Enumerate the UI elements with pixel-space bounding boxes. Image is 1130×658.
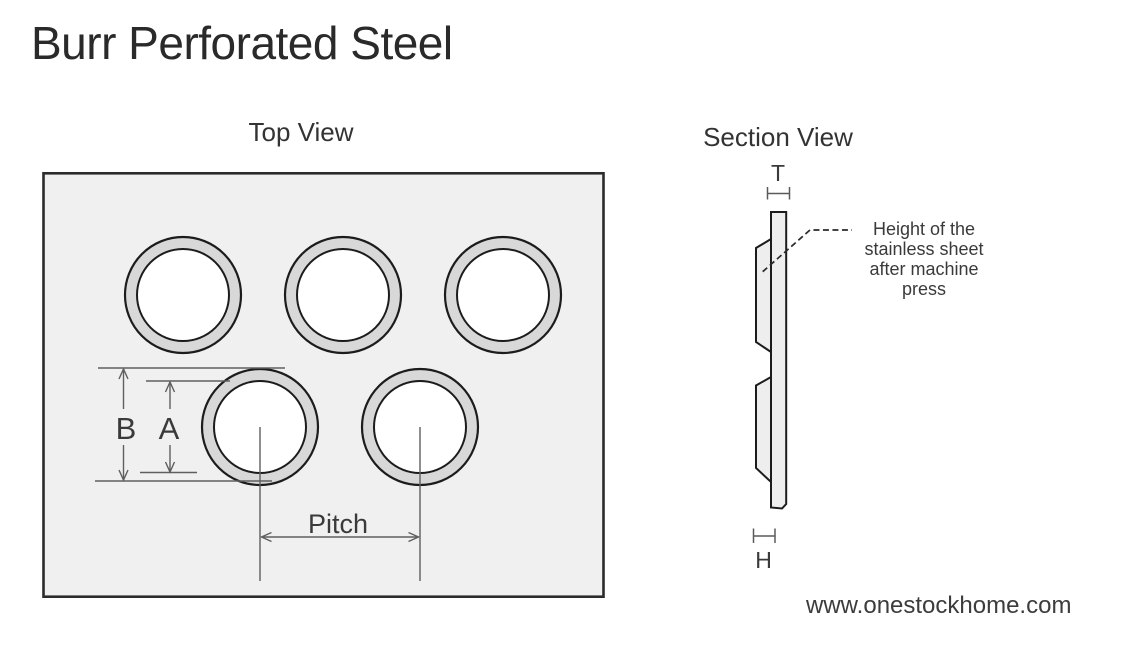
annotation-leader-line	[762, 229, 852, 273]
dimension-a-label: A	[159, 411, 180, 446]
perforation-holes	[123, 235, 563, 487]
dimension-h: H	[752, 528, 776, 573]
annotation-line: stainless sheet	[864, 239, 984, 259]
hole-opening	[136, 248, 230, 342]
perforation-hole	[443, 235, 563, 355]
burr-flange-lower	[755, 375, 772, 485]
annotation-line: press	[901, 279, 946, 299]
arrow-up-icon	[118, 367, 129, 380]
dimension-a: A	[140, 380, 230, 474]
page-title: Burr Perforated Steel	[31, 17, 453, 69]
dimension-b: B	[95, 367, 285, 482]
watermark-url: www.onestockhome.com	[806, 592, 1072, 619]
annotation-line: Height of the	[872, 219, 976, 239]
burr-flange-upper	[755, 237, 772, 354]
hole-opening	[296, 248, 390, 342]
dimension-pitch-label: Pitch	[308, 509, 368, 539]
arrow-down-icon	[164, 461, 176, 474]
dimension-pitch: Pitch	[259, 427, 421, 581]
section-view-label: Section View	[703, 122, 853, 152]
sheet-cross-section	[770, 211, 788, 510]
annotation-line: after machine	[869, 259, 979, 279]
annotation-text: Height of the stainless sheet after mach…	[856, 219, 992, 299]
arrow-left-icon	[259, 531, 272, 543]
hole-opening	[456, 248, 550, 342]
arrow-right-icon	[408, 531, 421, 543]
dimension-b-label: B	[116, 411, 137, 446]
arrow-up-icon	[164, 380, 176, 393]
top-view-label: Top View	[248, 117, 354, 147]
section-view-drawing: T H	[752, 160, 852, 573]
arrow-down-icon	[118, 469, 129, 482]
dimension-t-label: T	[771, 160, 785, 186]
dimension-h-label: H	[755, 547, 772, 573]
top-view-drawing: B A Pitch	[42, 172, 605, 598]
dimension-t: T	[766, 160, 791, 200]
perforation-hole	[123, 235, 243, 355]
perforation-hole	[283, 235, 403, 355]
